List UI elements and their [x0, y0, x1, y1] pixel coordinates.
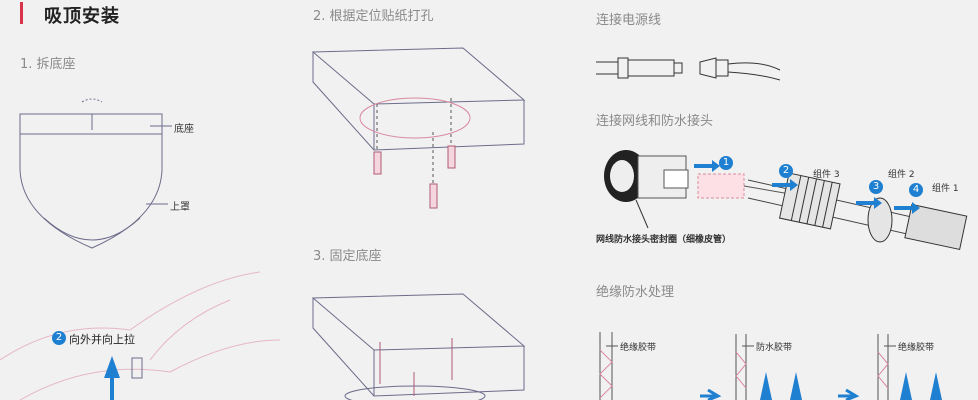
step-badge-n2: 2 [779, 164, 793, 178]
wall-anchors [373, 145, 456, 209]
tape-insulate-label: 绝缘胶带 [620, 343, 657, 353]
power-title: 连接电源线 [596, 13, 662, 28]
drill-guide-lines [376, 98, 452, 184]
cone-icons [760, 372, 942, 400]
pull-instruction: 向外并向上拉 [69, 333, 135, 346]
hand-illustration [0, 271, 281, 400]
tape-illustrations [599, 332, 889, 400]
network-connector-illustration [604, 150, 968, 251]
page-title: 吸顶安装 [44, 6, 120, 27]
dome-camera-illustration [19, 98, 172, 249]
step-badge-2: 2 [52, 331, 66, 345]
direction-arrows [694, 160, 920, 214]
latch-shape [131, 357, 143, 379]
ceiling-box-step3 [311, 293, 526, 397]
seal-label: 网线防水接头密封圈（细橡皮管） [596, 235, 732, 245]
part-1-label: 组件 1 [932, 184, 959, 194]
camera-lens-shape [43, 217, 141, 241]
step-badge-n3: 3 [869, 180, 883, 194]
tape-waterproof-label: 防水胶带 [756, 343, 793, 353]
step-3-title: 3. 固定底座 [313, 249, 382, 264]
part-2-label: 组件 2 [888, 170, 915, 180]
base-plate-ellipse [344, 385, 486, 400]
camera-cover-shape [19, 134, 163, 249]
step-badge-n4: 4 [909, 183, 923, 197]
power-connector-illustration [596, 57, 781, 81]
camera-base-shape [19, 113, 163, 135]
drill-target-ellipse [359, 97, 471, 139]
step-badge-n1: 1 [719, 156, 733, 170]
step-1-title: 1. 拆底座 [20, 57, 76, 72]
up-arrow-icon [104, 356, 120, 400]
ceiling-box-step2 [311, 47, 526, 151]
tape-insulate-label-2: 绝缘胶带 [898, 343, 935, 353]
waterproof-title: 绝缘防水处理 [596, 285, 675, 300]
part-3-label: 组件 3 [813, 170, 840, 180]
screws [379, 338, 453, 396]
cover-label: 上罩 [170, 202, 190, 213]
title-accent-bar [20, 2, 23, 24]
base-notch-dashed [81, 98, 103, 103]
step-2-title: 2. 根据定位贴纸打孔 [313, 9, 434, 24]
base-label: 底座 [174, 124, 194, 135]
network-title: 连接网线和防水接头 [596, 114, 714, 129]
